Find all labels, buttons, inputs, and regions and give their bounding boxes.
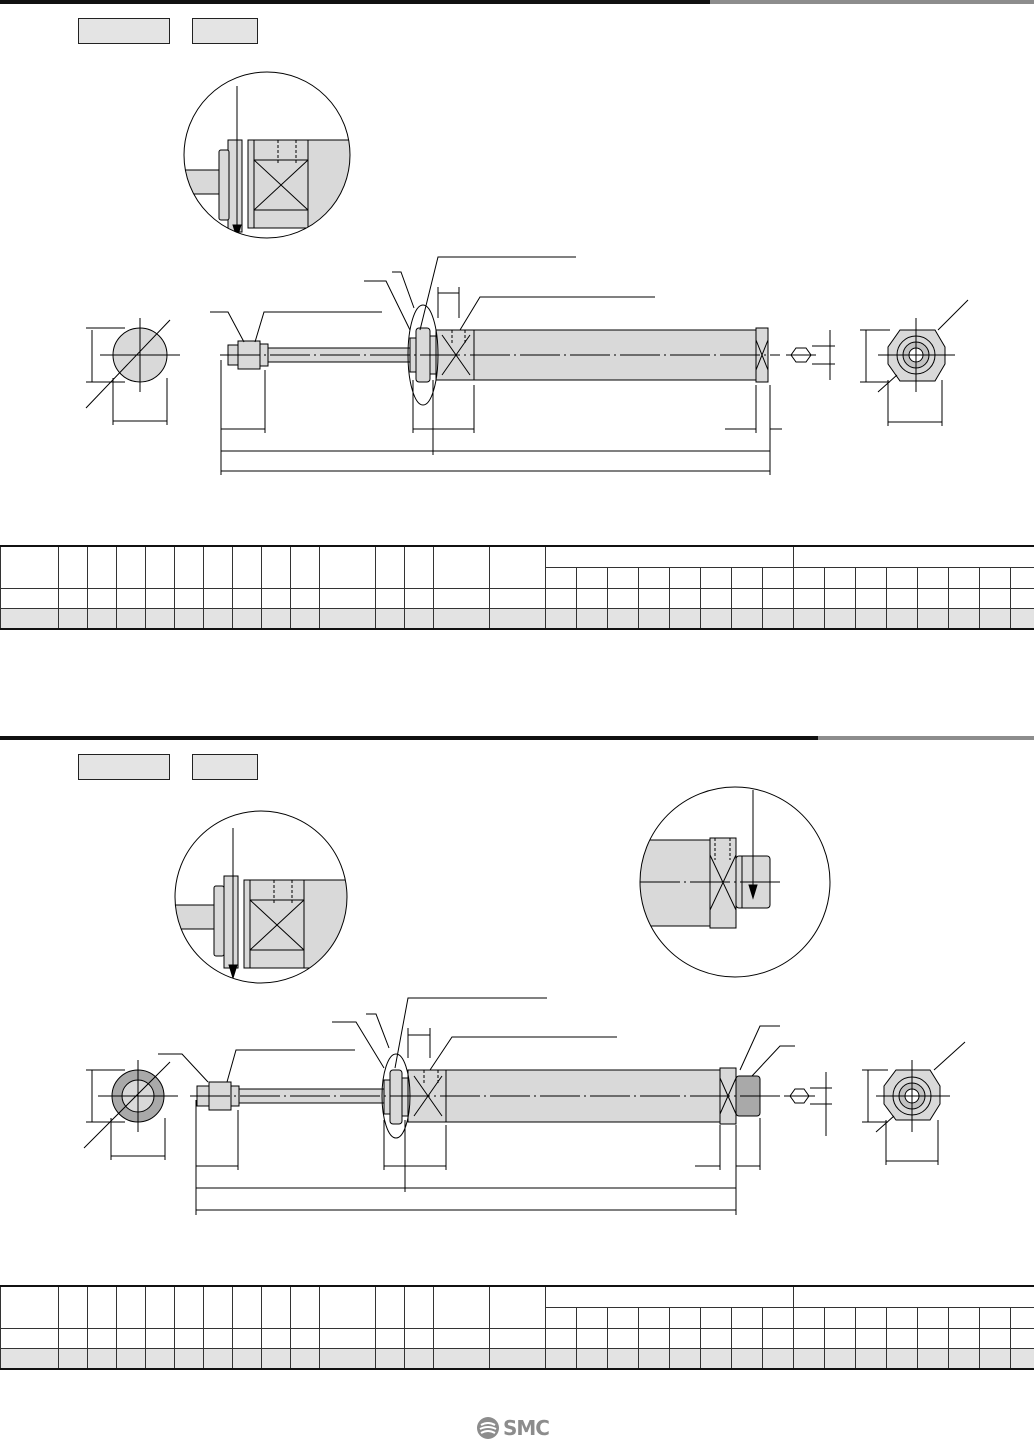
table-row (0, 1348, 1034, 1370)
dimension-table-upper (0, 545, 1034, 630)
model-tag-upper-2 (192, 18, 258, 44)
table-row (0, 608, 1034, 630)
detail-view-upper (184, 86, 350, 238)
dimension-table-lower (0, 1285, 1034, 1370)
table-row (0, 1328, 1034, 1349)
shock-absorber-drawing-upper (85, 71, 969, 475)
smc-logo-text: SMC (503, 1416, 550, 1440)
smc-logo-mark-icon (477, 1417, 499, 1439)
section-rule-lower (0, 736, 1034, 740)
model-tag-upper-1 (78, 18, 170, 44)
smc-logo: SMC (476, 1416, 550, 1440)
shock-absorber-drawing-lower (83, 786, 966, 1215)
section-rule-upper (0, 0, 1034, 4)
model-tag-lower-1 (78, 754, 170, 780)
detail-view-lower-right (640, 790, 780, 929)
table-row (0, 588, 1034, 609)
detail-view-lower-left (175, 828, 347, 980)
model-tag-lower-2 (192, 754, 258, 780)
